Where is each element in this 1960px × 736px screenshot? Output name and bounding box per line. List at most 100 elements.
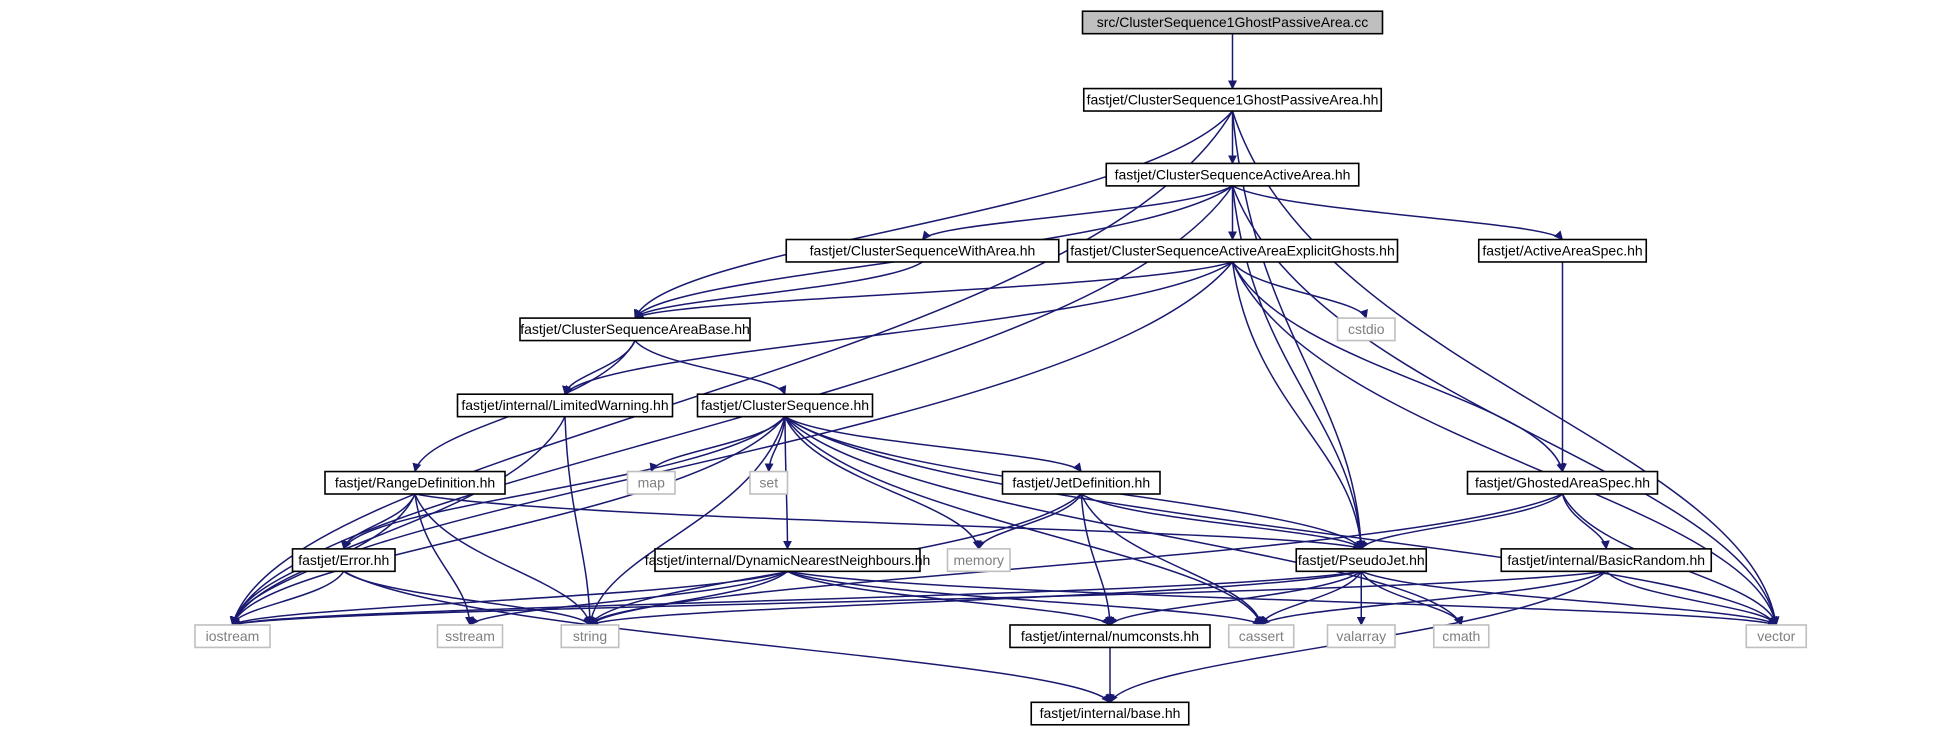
node-cassert: cassert <box>1227 624 1295 649</box>
edge-cs-to-set <box>764 416 786 473</box>
node-jd[interactable]: fastjet/JetDefinition.hh <box>1001 470 1161 495</box>
node-cmath: cmath <box>1432 624 1490 649</box>
edge-pj-to-vector <box>1360 570 1777 626</box>
edge-csaaeg-to-pj <box>1231 261 1366 550</box>
edge-cs-to-vector <box>784 416 1777 626</box>
node-memory: memory <box>946 548 1011 573</box>
node-box-memory <box>946 548 1011 573</box>
node-label-gas: fastjet/GhostedAreaSpec.hh <box>1475 474 1650 490</box>
node-valarray: valarray <box>1326 624 1396 649</box>
node-cs1gpa[interactable]: fastjet/ClusterSequence1GhostPassiveArea… <box>1082 87 1383 112</box>
node-label-br: fastjet/internal/BasicRandom.hh <box>1507 552 1705 568</box>
node-sstream: sstream <box>436 624 504 649</box>
node-box-numconsts <box>1009 624 1211 649</box>
edge-csaaeg-to-cstdio <box>1231 261 1368 319</box>
node-box-cs1gpa <box>1082 87 1383 112</box>
node-pj[interactable]: fastjet/PseudoJet.hh <box>1295 548 1428 573</box>
node-csaa[interactable]: fastjet/ClusterSequenceActiveArea.hh <box>1105 162 1360 187</box>
node-box-cstdio <box>1336 317 1396 342</box>
node-vector: vector <box>1745 624 1808 649</box>
edge-jd-to-pj <box>1080 493 1362 550</box>
node-box-dnn <box>654 548 921 573</box>
node-label-cs1gpa: fastjet/ClusterSequence1GhostPassiveArea… <box>1087 91 1379 107</box>
node-label-cassert: cassert <box>1239 628 1284 644</box>
edge-cs-to-cassert <box>784 416 1263 626</box>
node-box-gas <box>1466 470 1659 495</box>
edge-cs-to-memory <box>784 416 982 550</box>
edge-cswa-to-csab <box>634 261 923 319</box>
node-label-map: map <box>638 474 665 490</box>
node-box-cmath <box>1432 624 1490 649</box>
node-dnn[interactable]: fastjet/internal/DynamicNearestNeighbour… <box>645 548 931 573</box>
node-label-err: fastjet/Error.hh <box>298 552 389 568</box>
node-map: map <box>626 470 676 495</box>
node-box-br <box>1500 548 1713 573</box>
node-label-csab: fastjet/ClusterSequenceAreaBase.hh <box>520 321 750 337</box>
edge-rd-to-pj <box>414 493 1363 551</box>
edge-cs1gpa-to-pj <box>1231 110 1366 550</box>
node-root[interactable]: src/ClusterSequence1GhostPassiveArea.cc <box>1081 10 1384 35</box>
node-label-set: set <box>759 474 778 490</box>
edge-pj-to-numconsts <box>1109 570 1362 626</box>
edge-cs-to-string <box>586 416 786 626</box>
edge-jd-to-memory <box>976 493 1082 550</box>
node-box-rd <box>324 470 506 495</box>
node-br[interactable]: fastjet/internal/BasicRandom.hh <box>1500 548 1713 573</box>
node-label-root: src/ClusterSequence1GhostPassiveArea.cc <box>1097 14 1369 30</box>
node-label-jd: fastjet/JetDefinition.hh <box>1012 474 1150 490</box>
node-box-base <box>1030 701 1190 726</box>
node-box-set <box>749 470 789 495</box>
node-box-lw <box>456 393 674 418</box>
edge-lw-to-string <box>564 416 595 626</box>
node-label-valarray: valarray <box>1336 628 1386 644</box>
node-label-aas: fastjet/ActiveAreaSpec.hh <box>1482 242 1642 258</box>
edge-jd-to-numconsts <box>1080 493 1115 626</box>
edge-dnn-to-iostream <box>231 570 788 626</box>
node-label-memory: memory <box>953 552 1004 568</box>
node-label-base: fastjet/internal/base.hh <box>1040 705 1181 721</box>
edge-br-to-cassert <box>1260 570 1607 626</box>
node-box-string <box>560 624 620 649</box>
node-rd[interactable]: fastjet/RangeDefinition.hh <box>324 470 506 495</box>
node-label-cstdio: cstdio <box>1348 321 1385 337</box>
edge-dnn-to-cassert <box>787 570 1262 626</box>
nodes-layer: src/ClusterSequence1GhostPassiveArea.cc f… <box>194 10 1808 726</box>
edge-cs1gpa-to-iostream <box>230 110 1234 626</box>
node-label-vector: vector <box>1757 628 1795 644</box>
edge-csaaeg-to-lw <box>564 261 1233 395</box>
node-err[interactable]: fastjet/Error.hh <box>291 548 396 573</box>
node-label-pj: fastjet/PseudoJet.hh <box>1298 552 1425 568</box>
node-box-pj <box>1295 548 1428 573</box>
node-csaaeg[interactable]: fastjet/ClusterSequenceActiveAreaExplici… <box>1066 238 1399 263</box>
edge-cs1gpa-to-vector <box>1231 110 1780 626</box>
node-lw[interactable]: fastjet/internal/LimitedWarning.hh <box>456 393 674 418</box>
node-box-err <box>291 548 396 573</box>
node-box-vector <box>1745 624 1808 649</box>
edge-cs-to-jd <box>784 416 1082 473</box>
node-iostream: iostream <box>194 624 271 649</box>
node-box-cs <box>696 393 874 418</box>
edge-lw-to-iostream <box>229 416 566 626</box>
edge-cs-to-iostream <box>231 416 786 626</box>
node-label-rd: fastjet/RangeDefinition.hh <box>335 474 495 490</box>
node-label-csaa: fastjet/ClusterSequenceActiveArea.hh <box>1115 166 1351 182</box>
node-cswa[interactable]: fastjet/ClusterSequenceWithArea.hh <box>785 238 1060 263</box>
node-box-map <box>626 470 676 495</box>
edge-jd-to-cassert <box>1080 493 1265 626</box>
node-label-string: string <box>573 628 607 644</box>
node-string: string <box>560 624 620 649</box>
edge-csaaeg-to-vector <box>1231 261 1779 626</box>
edge-cs1gpa-to-csab <box>633 110 1234 319</box>
node-cstdio: cstdio <box>1336 317 1396 342</box>
node-box-csab <box>519 317 751 342</box>
node-box-valarray <box>1326 624 1396 649</box>
edge-csaa-to-cswa <box>921 185 1233 241</box>
node-cs[interactable]: fastjet/ClusterSequence.hh <box>696 393 874 418</box>
edge-err-to-string <box>343 570 591 626</box>
node-aas[interactable]: fastjet/ActiveAreaSpec.hh <box>1477 238 1648 263</box>
node-base[interactable]: fastjet/internal/base.hh <box>1030 701 1190 726</box>
node-numconsts[interactable]: fastjet/internal/numconsts.hh <box>1009 624 1211 649</box>
node-csab[interactable]: fastjet/ClusterSequenceAreaBase.hh <box>519 317 751 342</box>
edge-br-to-vector <box>1605 570 1777 626</box>
node-gas[interactable]: fastjet/GhostedAreaSpec.hh <box>1466 470 1659 495</box>
